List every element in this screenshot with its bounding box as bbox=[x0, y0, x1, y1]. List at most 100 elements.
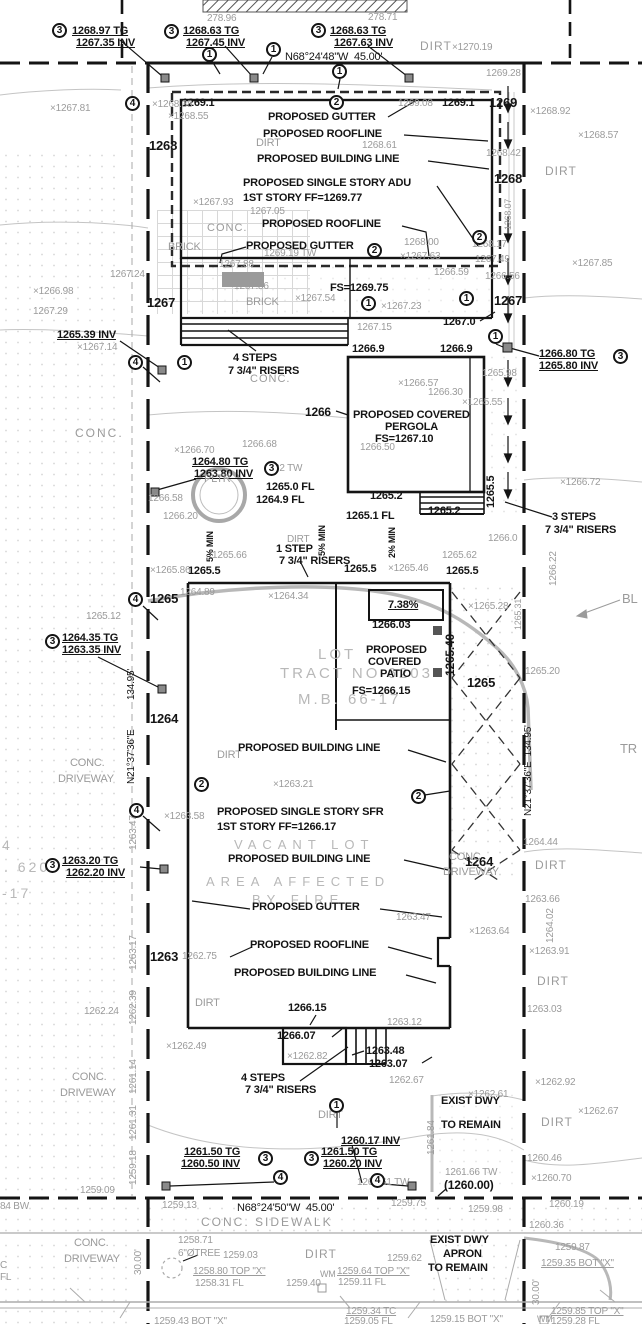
plan-label: 1ST STORY FF=1269.77 bbox=[243, 192, 362, 204]
plan-label: PLTR bbox=[204, 473, 231, 485]
plan-label: 1266.07 bbox=[277, 1030, 316, 1042]
plan-label: PROPOSED bbox=[366, 644, 427, 656]
plan-label: 1264 bbox=[150, 711, 179, 726]
plan-label: TR bbox=[620, 741, 637, 756]
plan-label: N68°24'50"W 45.00' bbox=[237, 1202, 335, 1214]
plan-label: 6"ØTREE bbox=[178, 1248, 221, 1259]
hatch-strip bbox=[202, 0, 408, 13]
plan-label: 1267.29 bbox=[33, 306, 68, 317]
plan-label: 1259.64 TOP "X" bbox=[337, 1266, 410, 1277]
plan-label: C bbox=[0, 1260, 8, 1271]
plan-label: DIRT bbox=[195, 997, 220, 1009]
plan-label: 1266.0 bbox=[488, 533, 518, 544]
plan-label: TO REMAIN bbox=[441, 1119, 501, 1131]
plan-label: 1267.45 INV bbox=[186, 37, 245, 49]
plan-label: 1 STEP bbox=[276, 543, 313, 555]
plan-label: 1261.14 bbox=[128, 1059, 139, 1094]
plan-label: 1261.50 TG bbox=[321, 1146, 378, 1158]
plan-label: 1268.97 TG bbox=[72, 25, 129, 37]
plan-label: DRIVEWAY bbox=[64, 1253, 120, 1265]
plan-label: ×1268.38 bbox=[152, 99, 193, 110]
keynote-circle: 1 bbox=[266, 42, 281, 57]
plan-label: 1258.80 TOP "X" bbox=[193, 1266, 266, 1277]
plan-label: PERGOLA bbox=[385, 421, 438, 433]
keynote-circle: 4 bbox=[128, 592, 143, 607]
plan-label: 1267.05 bbox=[250, 206, 285, 217]
plan-label: 4 STEPS bbox=[241, 1072, 285, 1084]
concrete-driveway-left-lower bbox=[0, 1240, 132, 1324]
plan-label: 1265.1 FL bbox=[346, 510, 395, 522]
plan-label: PROPOSED BUILDING LINE bbox=[234, 967, 377, 979]
plan-label: CONC. SIDEWALK bbox=[201, 1215, 333, 1229]
plan-label: 1261.50 TG bbox=[184, 1146, 241, 1158]
plan-label: 1263.03 bbox=[527, 1004, 562, 1015]
plan-label: 1266.59 bbox=[434, 267, 469, 278]
plan-label: 1259.85 TOP "X" bbox=[551, 1306, 624, 1317]
plan-label: 1265.20 bbox=[525, 666, 560, 677]
plan-label: PROPOSED ROOFLINE bbox=[250, 939, 369, 951]
plan-label: 1269.08 bbox=[398, 98, 433, 109]
sfr-building bbox=[186, 581, 452, 1066]
plan-label: ×1267.93 bbox=[193, 197, 234, 208]
plan-label: 7 3/4" RISERS bbox=[228, 365, 300, 377]
plan-label: 1269.19 TW bbox=[264, 248, 317, 259]
plan-label: ×1267.63 bbox=[400, 251, 441, 262]
plan-label: 1266.22 bbox=[548, 551, 559, 586]
plan-label: ×1268.57 bbox=[578, 130, 619, 141]
contour-lines bbox=[0, 83, 642, 1166]
keynote-circle: 1 bbox=[202, 47, 217, 62]
plan-label: 1260.19 bbox=[549, 1199, 584, 1210]
plan-label: -17 bbox=[2, 885, 32, 901]
plan-label: 1260.17 INV bbox=[341, 1135, 400, 1147]
plan-label: 1267.88 bbox=[219, 259, 254, 270]
plan-label: 278.71 bbox=[368, 12, 398, 23]
keynote-circle: 2 bbox=[472, 230, 487, 245]
plan-label: 1266.20 bbox=[163, 511, 198, 522]
plan-label: 1264.35 TG bbox=[62, 632, 119, 644]
keynote-circle: 1 bbox=[329, 1098, 344, 1113]
water-meter-symbol bbox=[317, 1283, 327, 1293]
keynote-circle: 3 bbox=[264, 461, 279, 476]
plan-label: CONC. bbox=[74, 1237, 109, 1249]
plan-label: CONC. bbox=[207, 222, 248, 234]
pergola-side-concrete bbox=[486, 352, 522, 520]
plan-label: 30.00' bbox=[133, 1249, 144, 1275]
plan-label: WM bbox=[320, 1269, 336, 1279]
street-lines bbox=[0, 1232, 642, 1319]
keynote-circle: 1 bbox=[177, 355, 192, 370]
plan-label: FS=1269.75 bbox=[330, 282, 389, 294]
plan-label: 1266.9 bbox=[352, 343, 385, 355]
plan-label: 1259.28 FL bbox=[551, 1316, 600, 1324]
plan-label: 1265.0 FL bbox=[266, 481, 315, 493]
plan-label: DIRT bbox=[256, 137, 281, 149]
plan-label: ×1266.72 bbox=[560, 477, 601, 488]
plan-label: PROPOSED BUILDING LINE bbox=[257, 153, 400, 165]
plan-label: 1265 bbox=[467, 675, 496, 690]
plan-label: 1269.1 bbox=[182, 97, 215, 109]
plan-label: 1263.12 bbox=[387, 1017, 422, 1028]
plan-label: 1259.62 bbox=[387, 1253, 422, 1264]
plan-label: 1264.44 bbox=[523, 837, 558, 848]
plan-label: DRIVEWAY bbox=[443, 866, 499, 878]
plan-label: 1261.84 bbox=[426, 1120, 437, 1155]
plan-label: N68°24'48"W 45.00' bbox=[285, 51, 383, 63]
plan-label: 1265.31 bbox=[513, 598, 523, 630]
keynote-circle: 3 bbox=[45, 858, 60, 873]
plan-label: PROPOSED ROOFLINE bbox=[263, 128, 382, 140]
plan-label: 1262.20 INV bbox=[66, 867, 125, 879]
keynote-circle: 2 bbox=[411, 789, 426, 804]
plan-label: 1264.80 TG bbox=[192, 456, 249, 468]
plan-label: EXIST DWY bbox=[441, 1095, 500, 1107]
plan-label: 1263.66 bbox=[525, 894, 560, 905]
flow-arrows bbox=[503, 86, 513, 500]
planter-inner bbox=[199, 475, 239, 515]
plan-label: 1263.80 INV bbox=[194, 468, 253, 480]
plan-label: 1265.80 INV bbox=[539, 360, 598, 372]
plan-label: ×1262.82 bbox=[287, 1051, 328, 1062]
plan-label: DIRT bbox=[305, 1247, 337, 1261]
plan-label: 1265.62 bbox=[442, 550, 477, 561]
plan-label: CONC. bbox=[70, 757, 105, 769]
plan-label: 1ST STORY FF=1266.17 bbox=[217, 821, 336, 833]
plan-label: ×1263.64 bbox=[469, 926, 510, 937]
keynote-circle: 4 bbox=[273, 1170, 288, 1185]
